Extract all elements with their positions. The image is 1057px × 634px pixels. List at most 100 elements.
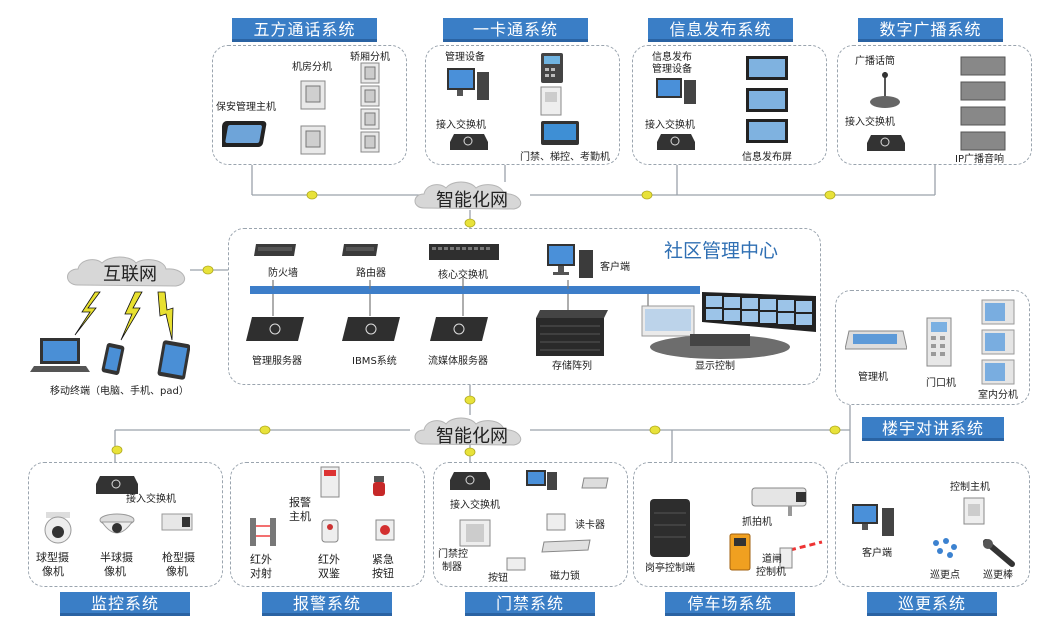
label-intercom-mgmt: 管理机	[858, 372, 888, 383]
label-info-switch: 接入交换机	[645, 120, 695, 131]
access-pc-icon	[526, 470, 557, 490]
card-reader-icon	[541, 53, 563, 83]
label-car-ext: 轿厢分机	[350, 52, 390, 63]
gun-camera-icon	[161, 513, 193, 531]
label-smart-top: 智能化网	[436, 190, 508, 211]
car-ext-icons	[360, 62, 380, 153]
mgmt-console-icon	[845, 330, 907, 350]
title-info: 信息发布系统	[648, 18, 793, 42]
cloud-smart-top	[414, 181, 522, 210]
label-dual-1: 红外	[318, 553, 340, 566]
label-info-screen: 信息发布屏	[742, 152, 792, 163]
label-reader: 读卡器	[575, 520, 605, 531]
speaker-icons	[960, 56, 1006, 151]
label-card-switch: 接入交换机	[436, 120, 486, 131]
title-five-way: 五方通话系统	[232, 18, 377, 42]
client-computer-icon	[547, 244, 593, 278]
patrol-host-icon	[963, 497, 985, 525]
title-access: 门禁系统	[465, 592, 595, 616]
label-smart-bottom: 智能化网	[436, 426, 508, 447]
gate-reader-icon	[540, 86, 562, 116]
core-switch-icon	[429, 244, 499, 260]
label-dome-2: 像机	[42, 565, 64, 578]
label-speaker: IP广播音响	[955, 154, 1004, 165]
label-firewall: 防火墙	[268, 268, 298, 279]
label-card-mgmt: 管理设备	[445, 52, 485, 63]
dual-sensor-icon	[321, 519, 339, 543]
label-dual-2: 双鉴	[318, 567, 340, 580]
ibms-icon	[342, 317, 400, 341]
label-display: 显示控制	[695, 361, 735, 372]
info-screen-icons	[746, 56, 788, 143]
indoor-units-icon	[981, 299, 1015, 385]
label-gate-1: 道闸	[762, 554, 782, 565]
card-reader-icon	[546, 513, 566, 531]
switch-icon	[96, 476, 138, 494]
storage-array-icon	[536, 310, 608, 356]
patrol-stick-icon	[983, 539, 1015, 567]
label-patrol-host: 控制主机	[950, 482, 990, 493]
label-mgmt-server: 管理服务器	[252, 356, 302, 367]
label-internet: 互联网	[103, 264, 157, 285]
label-mic: 广播话筒	[855, 56, 895, 67]
label-mobile: 移动终端（电脑、手机、pad）	[50, 386, 189, 397]
label-patrol-stick: 巡更棒	[983, 570, 1013, 581]
title-parking: 停车场系统	[665, 592, 795, 616]
media-server-icon	[430, 317, 488, 341]
infrared-beam-icon	[250, 518, 276, 546]
access-controller-icon	[459, 519, 491, 547]
label-ctrl-1: 门禁控	[438, 549, 468, 560]
label-btn-2: 按钮	[372, 567, 394, 580]
router-icon	[342, 244, 378, 256]
patrol-client-icon	[852, 504, 894, 536]
firewall-icon	[254, 244, 296, 256]
card-issuer-icon	[581, 477, 609, 489]
label-door-station: 门口机	[926, 378, 956, 389]
switch-icon	[657, 134, 695, 150]
half-dome-camera-icon	[99, 513, 135, 534]
label-bc-switch: 接入交换机	[845, 117, 895, 128]
label-access-switch: 接入交换机	[450, 500, 500, 511]
label-gun-1: 枪型摄	[162, 551, 195, 564]
capture-camera-icon	[751, 487, 807, 516]
title-card: 一卡通系统	[443, 18, 588, 42]
label-patrol-client: 客户端	[862, 548, 892, 559]
label-info-mgmt2: 管理设备	[652, 64, 692, 75]
emergency-button-icon	[375, 519, 395, 541]
alarm-host-icon	[320, 466, 340, 498]
label-capture: 抓拍机	[742, 517, 772, 528]
title-intercom: 楼宇对讲系统	[862, 417, 1004, 441]
label-dome-1: 球型摄	[36, 551, 69, 564]
label-indoor: 室内分机	[978, 390, 1018, 401]
intercom-ext-icon	[300, 80, 326, 110]
label-surv-switch: 接入交换机	[126, 494, 176, 505]
label-card-devices: 门禁、梯控、考勤机	[520, 152, 610, 163]
label-ir-1: 红外	[250, 553, 272, 566]
computer-icon	[447, 68, 489, 100]
label-half-1: 半球摄	[100, 551, 133, 564]
label-client: 客户端	[600, 262, 630, 273]
title-alarm: 报警系统	[262, 592, 392, 616]
center-bus	[250, 286, 700, 294]
label-alarm-host-2: 主机	[289, 510, 311, 523]
patrol-point-icon	[933, 538, 957, 558]
computer-icon	[656, 78, 696, 104]
label-btn-1: 紧急	[372, 553, 394, 566]
dome-camera-icon	[44, 512, 72, 544]
label-ir-2: 对射	[250, 567, 272, 580]
mgmt-server-icon	[246, 317, 304, 341]
switch-icon	[867, 135, 905, 151]
label-patrol-point: 巡更点	[930, 570, 960, 581]
label-alarm-host-1: 报警	[289, 496, 311, 509]
label-gun-2: 像机	[166, 565, 188, 578]
title-center: 社区管理中心	[660, 236, 783, 263]
label-ctrl-2: 制器	[442, 562, 462, 573]
strobe-icon	[373, 476, 385, 496]
mobile-devices-icon	[30, 338, 190, 380]
title-patrol: 巡更系统	[867, 592, 997, 616]
label-info-mgmt1: 信息发布	[652, 52, 692, 63]
label-lock: 磁力锁	[550, 571, 580, 582]
magnetic-lock-icon	[541, 539, 591, 553]
barrier-gate-icon	[729, 533, 823, 571]
